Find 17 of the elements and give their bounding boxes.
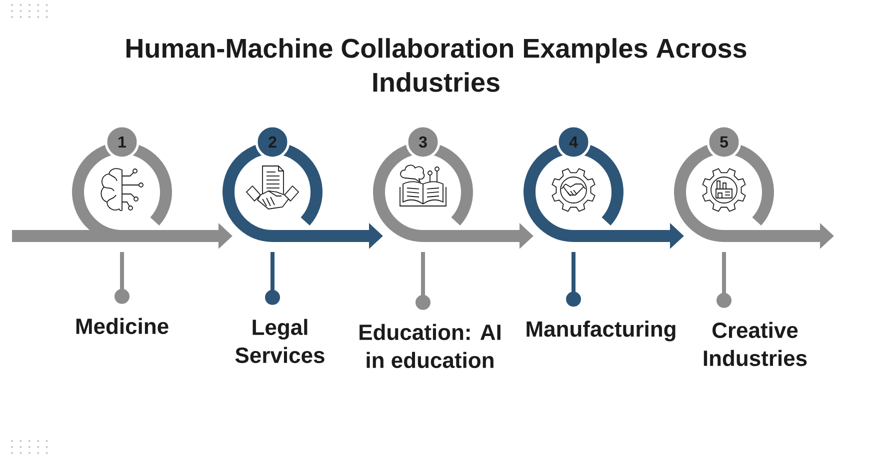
step-label: Manufacturing [526, 320, 676, 342]
number-badge: 1 [104, 124, 140, 160]
stem-line [265, 252, 280, 305]
number-badge: 4 [556, 124, 591, 160]
step-label: Medicine [76, 318, 168, 334]
stem-line [716, 252, 732, 308]
number-badge: 3 [406, 124, 440, 160]
step-label: Legal Services [235, 318, 324, 364]
number-badge: 2 [255, 124, 290, 160]
number-badge: 5 [706, 124, 742, 160]
step-label: Education: AI in education [360, 324, 500, 368]
line [12, 230, 122, 242]
stem-line [566, 252, 581, 307]
stem-line [114, 252, 130, 304]
stem-line [416, 252, 430, 310]
title: Human-Machine Collaboration Examples Across Industries [126, 38, 746, 92]
step-label: Creative Industries [704, 322, 807, 366]
